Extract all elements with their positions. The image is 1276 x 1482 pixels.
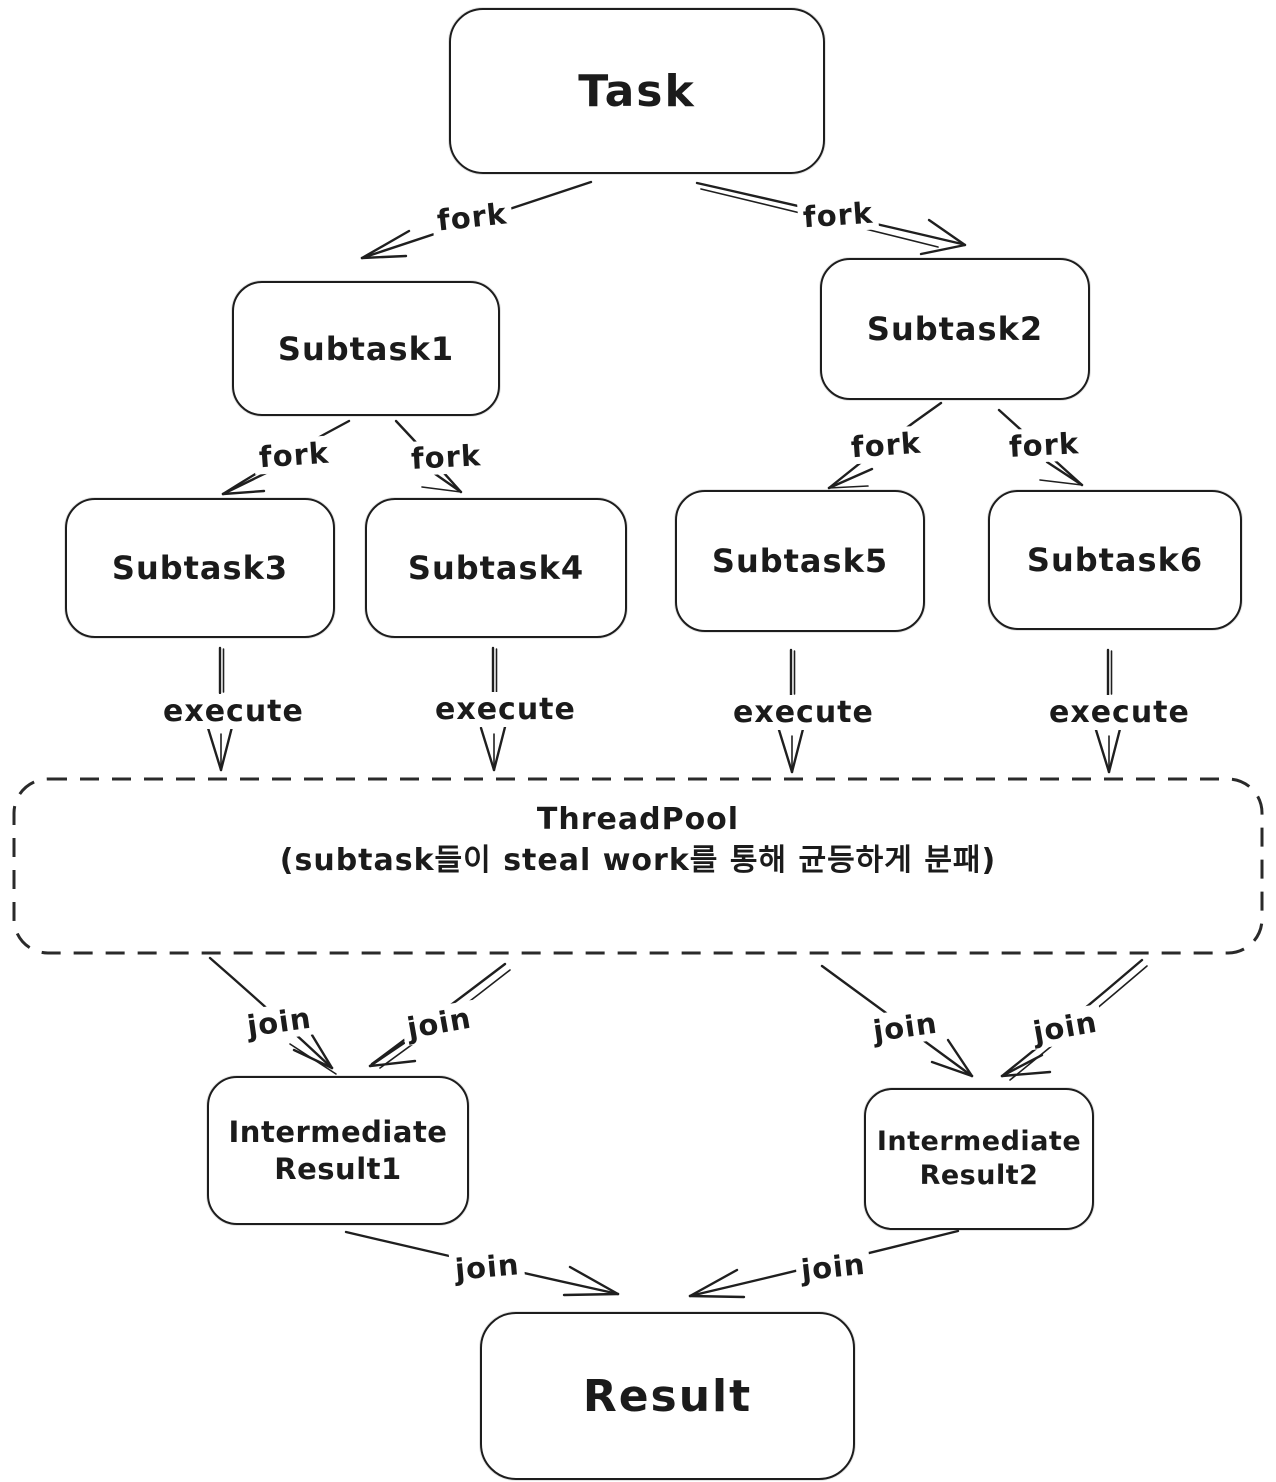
arrow-subtask4-execute [479, 646, 507, 772]
edge-label-fork-subtask1-subtask3: fork [252, 435, 336, 475]
node-threadpool: ThreadPool (subtask들이 steal work를 통해 균등하… [13, 800, 1263, 881]
node-subtask5-label: Subtask5 [711, 542, 889, 580]
node-subtask4: Subtask4 [365, 498, 627, 638]
edge-label-fork-subtask2-subtask5: fork [844, 425, 928, 465]
node-task-label: Task [578, 65, 696, 117]
intermediate2-line2: Result2 [919, 1160, 1039, 1191]
node-intermediate-result1: Intermediate Result1 [207, 1076, 469, 1225]
node-result-label: Result [582, 1370, 753, 1422]
arrow-subtask6-execute [1094, 648, 1122, 774]
node-subtask5: Subtask5 [675, 490, 925, 632]
edge-label-fork-subtask1-subtask4: fork [405, 437, 487, 477]
node-subtask2: Subtask2 [820, 258, 1090, 400]
node-subtask3: Subtask3 [65, 498, 335, 638]
edge-label-execute-subtask6: execute [1044, 695, 1195, 730]
node-intermediate-result2: Intermediate Result2 [864, 1088, 1094, 1230]
edge-label-fork-task-subtask2: fork [796, 195, 880, 235]
node-subtask2-label: Subtask2 [866, 310, 1044, 348]
arrow-subtask3-execute [206, 646, 234, 772]
threadpool-dashed-border [12, 777, 1264, 955]
edge-label-join-result-left: join [448, 1246, 526, 1288]
node-subtask1: Subtask1 [232, 281, 500, 416]
arrow-subtask5-execute [777, 648, 805, 774]
node-subtask4-label: Subtask4 [407, 549, 585, 587]
node-result: Result [480, 1312, 855, 1480]
intermediate1-line1: Intermediate [228, 1115, 448, 1150]
threadpool-title: ThreadPool [536, 802, 740, 837]
edge-label-fork-subtask2-subtask6: fork [1003, 425, 1085, 465]
node-subtask1-label: Subtask1 [277, 329, 455, 368]
intermediate1-line2: Result1 [274, 1151, 402, 1186]
edge-label-execute-subtask4: execute [430, 692, 581, 727]
threadpool-subtitle: (subtask들이 steal work를 통해 균등하게 분패) [279, 842, 997, 878]
node-subtask6-label: Subtask6 [1026, 541, 1204, 579]
node-subtask3-label: Subtask3 [111, 549, 289, 587]
node-task: Task [449, 8, 825, 174]
intermediate2-line1: Intermediate [876, 1126, 1082, 1158]
edge-label-execute-subtask3: execute [158, 694, 309, 729]
edge-label-execute-subtask5: execute [728, 695, 879, 730]
node-subtask6: Subtask6 [988, 490, 1242, 630]
